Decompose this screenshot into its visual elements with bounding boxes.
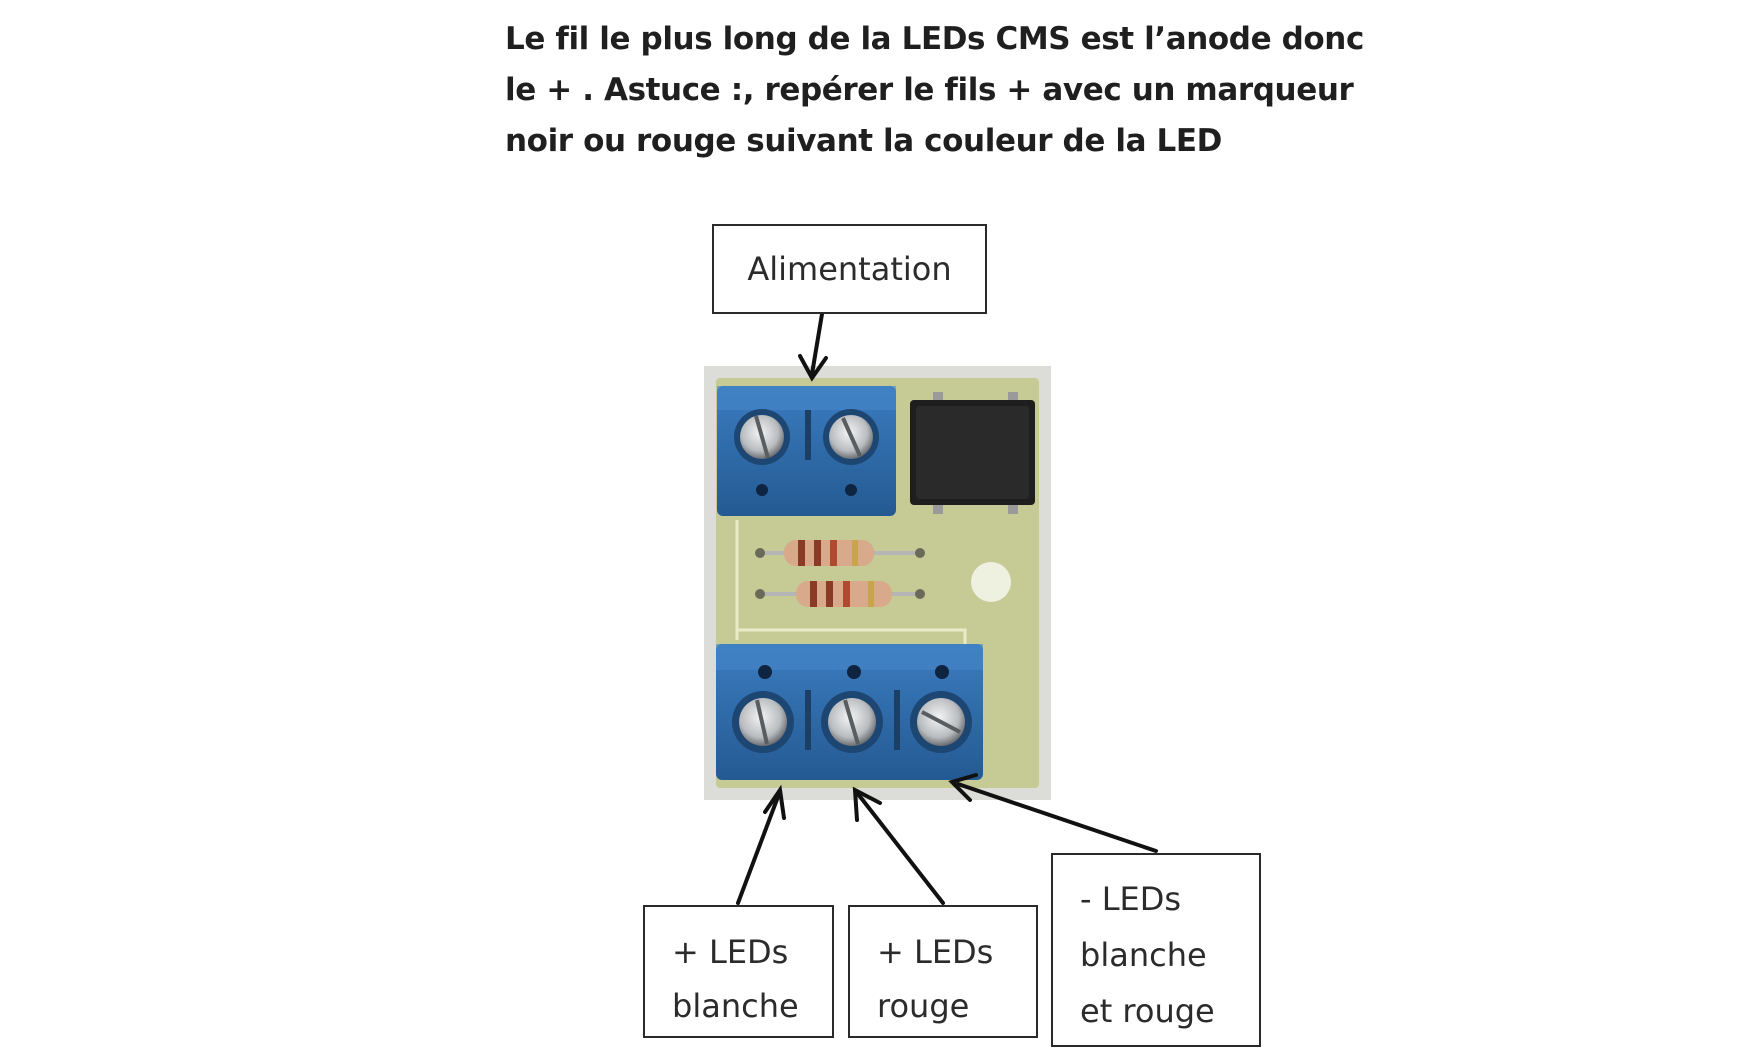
- label-moins-leds: - LEDs blanche et rouge: [1051, 853, 1261, 1047]
- pcb-trace: [737, 628, 967, 645]
- arrow-plus-rouge: [856, 792, 945, 905]
- callout-arrows: [736, 312, 1158, 905]
- arrow-head-moins: [948, 773, 978, 802]
- label-alimentation: Alimentation: [712, 224, 987, 314]
- mounting-hole: [971, 562, 1011, 602]
- label-plus-leds-rouge: + LEDs rouge: [848, 905, 1038, 1038]
- intro-line-3: noir ou rouge suivant la couleur de la L…: [505, 123, 1222, 159]
- label-plus-rouge-line1: + LEDs: [877, 933, 994, 971]
- label-plus-rouge-line2: rouge: [877, 987, 970, 1025]
- resistor-1: [755, 540, 925, 566]
- arrow-moins: [956, 782, 1158, 853]
- power-terminal-block: [717, 386, 896, 516]
- led-terminal-block: [716, 644, 983, 780]
- label-moins-line2: blanche: [1080, 936, 1207, 974]
- arrow-alimentation: [810, 312, 824, 376]
- label-moins-line1: - LEDs: [1080, 880, 1182, 918]
- intro-line-1: Le fil le plus long de la LEDs CMS est l…: [505, 21, 1364, 57]
- label-plus-leds-blanche: + LEDs blanche: [643, 905, 834, 1038]
- intro-text: Le fil le plus long de la LEDs CMS est l…: [505, 14, 1364, 167]
- intro-line-2: le + . Astuce :, repérer le fils + avec …: [505, 72, 1354, 108]
- arrow-head-plus-blanche: [763, 784, 786, 820]
- label-alimentation-text: Alimentation: [747, 250, 952, 288]
- label-moins-line3: et rouge: [1080, 992, 1215, 1030]
- label-plus-blanche-line1: + LEDs: [672, 933, 789, 971]
- pcb-photo: [704, 366, 1051, 800]
- bridge-rectifier-chip: [910, 392, 1035, 514]
- label-plus-blanche-line2: blanche: [672, 987, 799, 1025]
- arrow-head-alimentation: [798, 354, 828, 382]
- arrow-plus-blanche: [736, 792, 781, 905]
- resistor-2: [755, 581, 925, 607]
- arrow-head-plus-rouge: [852, 786, 882, 822]
